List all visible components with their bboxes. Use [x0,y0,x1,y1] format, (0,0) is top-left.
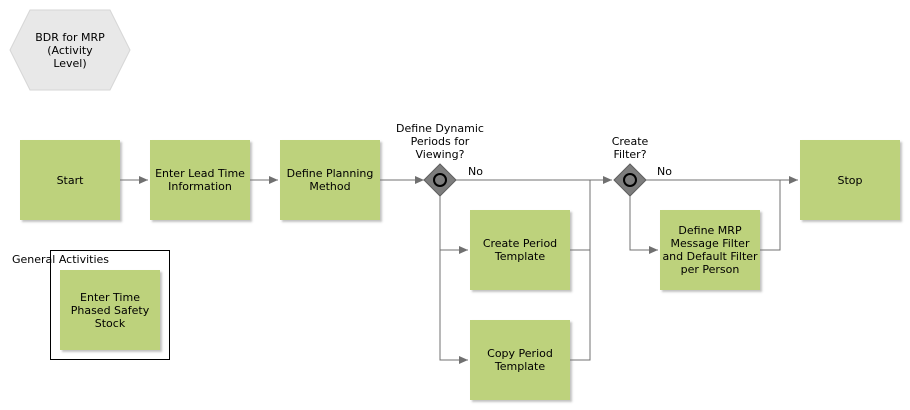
stop-node[interactable]: Stop [800,140,900,220]
title-line-2: (Activity [47,43,93,57]
edge-label-no-2: No [657,165,672,178]
decision-label-1-line-3: Viewing? [415,148,465,161]
define-planning-method-node[interactable]: Define Planning Method [280,140,380,220]
decision-gateway-create-filter [613,163,647,197]
general-activities-group [50,250,170,360]
general-activities-label: General Activities [12,253,110,266]
enter-time-phased-safety-stock-node[interactable]: Enter Time Phased Safety Stock [60,270,160,350]
decision-label-1-line-1: Define Dynamic [396,122,484,135]
connector-decision1-to-create-period [439,196,468,254]
copy-period-template-node[interactable]: Copy Period Template [470,320,570,400]
connector-decision2-to-mrp-filter [629,196,658,254]
decision-label-create-filter: Create Filter? [590,135,670,161]
define-mrp-filter-node[interactable]: Define MRP Message Filter and Default Fi… [660,210,760,290]
start-node[interactable]: Start [20,140,120,220]
connector-decision1-to-copy-period [439,250,468,364]
title-line-3: Level) [53,56,87,70]
connector-mrp-filter-to-stop [760,180,781,251]
diagram-title: BDR for MRP (Activity Level) [10,10,130,90]
title-line-1: BDR for MRP [35,30,105,44]
decision-label-2-line-1: Create [611,135,649,148]
create-period-template-node[interactable]: Create Period Template [470,210,570,290]
title-hexagon [9,9,131,91]
enter-lead-time-node[interactable]: Enter Lead Time Information [150,140,250,220]
edge-label-no-1: No [468,165,483,178]
decision-label-dynamic-periods: Define Dynamic Periods for Viewing? [380,122,500,161]
connector-copy-period-merge [570,180,591,361]
connector-create-period-merge [570,180,591,251]
decision-label-1-line-2: Periods for [410,135,470,148]
decision-label-2-line-2: Filter? [613,148,647,161]
decision-gateway-dynamic-periods [423,163,457,197]
